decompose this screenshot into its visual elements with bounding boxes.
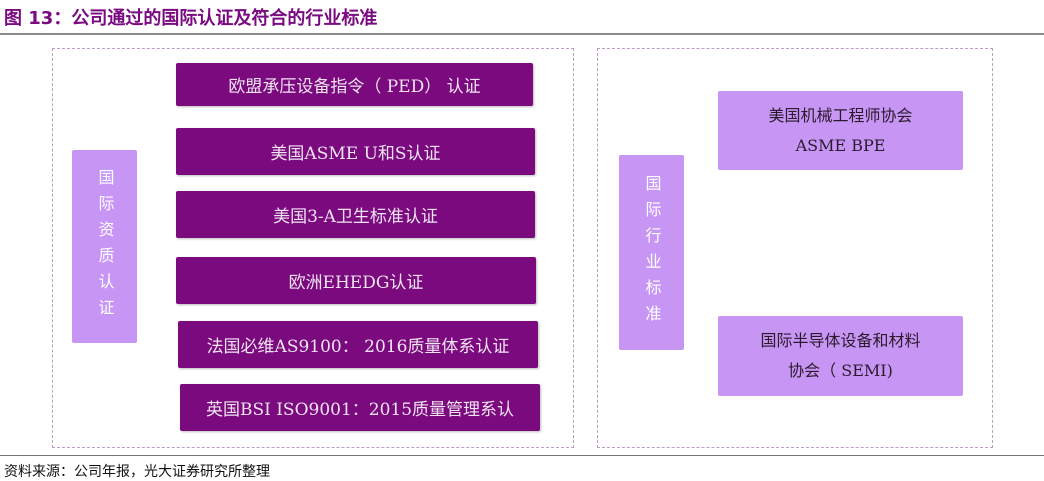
- right-group-container: [597, 48, 993, 448]
- standard-line2: 协会（ SEMI): [788, 361, 893, 380]
- cert-iso9001: 英国BSI ISO9001：2015质量管理系认: [180, 384, 540, 431]
- standard-line2: ASME BPE: [795, 135, 886, 155]
- cert-ehedg: 欧洲EHEDG认证: [176, 257, 536, 304]
- standard-semi: 国际半导体设备和材料 协会（ SEMI): [718, 316, 963, 396]
- footer-divider: [0, 455, 1044, 456]
- right-group-label: 国际行业标准: [619, 155, 684, 350]
- standard-line1: 国际半导体设备和材料: [760, 331, 921, 350]
- figure-title: 图 13：公司通过的国际认证及符合的行业标准: [4, 8, 378, 29]
- standard-line1: 美国机械工程师协会: [768, 105, 913, 125]
- cert-as9100: 法国必维AS9100： 2016质量体系认证: [178, 321, 538, 368]
- cert-3a: 美国3-A卫生标准认证: [176, 191, 535, 238]
- cert-ped: 欧盟承压设备指令（ PED） 认证: [176, 63, 533, 106]
- standard-asme-bpe: 美国机械工程师协会 ASME BPE: [718, 91, 963, 170]
- cert-asme: 美国ASME U和S认证: [176, 128, 535, 175]
- source-note: 资料来源：公司年报，光大证券研究所整理: [4, 464, 270, 480]
- title-divider: [0, 33, 1044, 35]
- left-group-container: [52, 48, 574, 448]
- left-group-label: 国际资质认证: [72, 150, 137, 343]
